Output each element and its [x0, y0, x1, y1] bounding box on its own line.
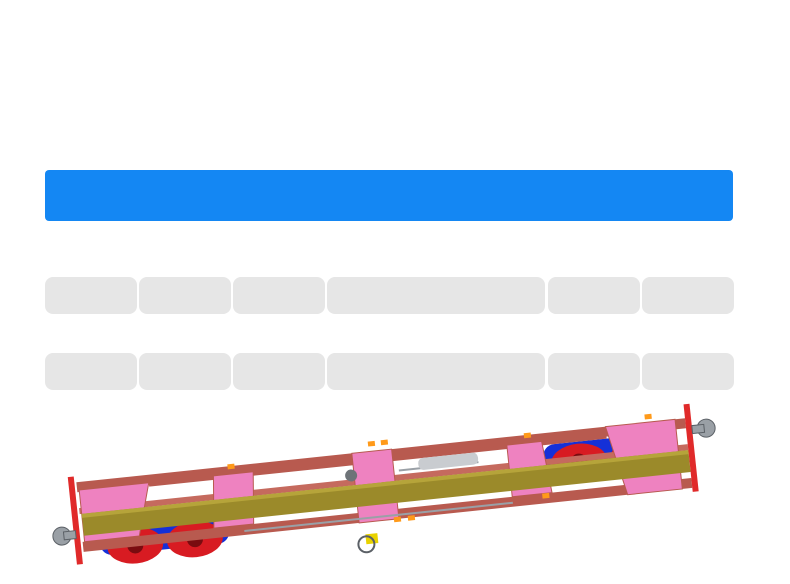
- placeholder-row-2: [45, 353, 734, 390]
- placeholder-cell[interactable]: [45, 353, 137, 390]
- placeholder-cell[interactable]: [548, 277, 640, 314]
- placeholder-cell[interactable]: [139, 277, 231, 314]
- placeholder-cell[interactable]: [642, 277, 734, 314]
- placeholder-cell[interactable]: [548, 353, 640, 390]
- placeholder-cell[interactable]: [45, 277, 137, 314]
- placeholder-cell[interactable]: [642, 353, 734, 390]
- placeholder-cell-wide[interactable]: [327, 353, 545, 390]
- placeholder-cell-wide[interactable]: [327, 277, 545, 314]
- railcar-underframe-icon: [52, 403, 716, 565]
- placeholder-cell[interactable]: [233, 353, 325, 390]
- placeholder-cell[interactable]: [139, 353, 231, 390]
- placeholder-cell[interactable]: [233, 277, 325, 314]
- header-banner: [45, 170, 733, 221]
- placeholder-row-1: [45, 277, 734, 314]
